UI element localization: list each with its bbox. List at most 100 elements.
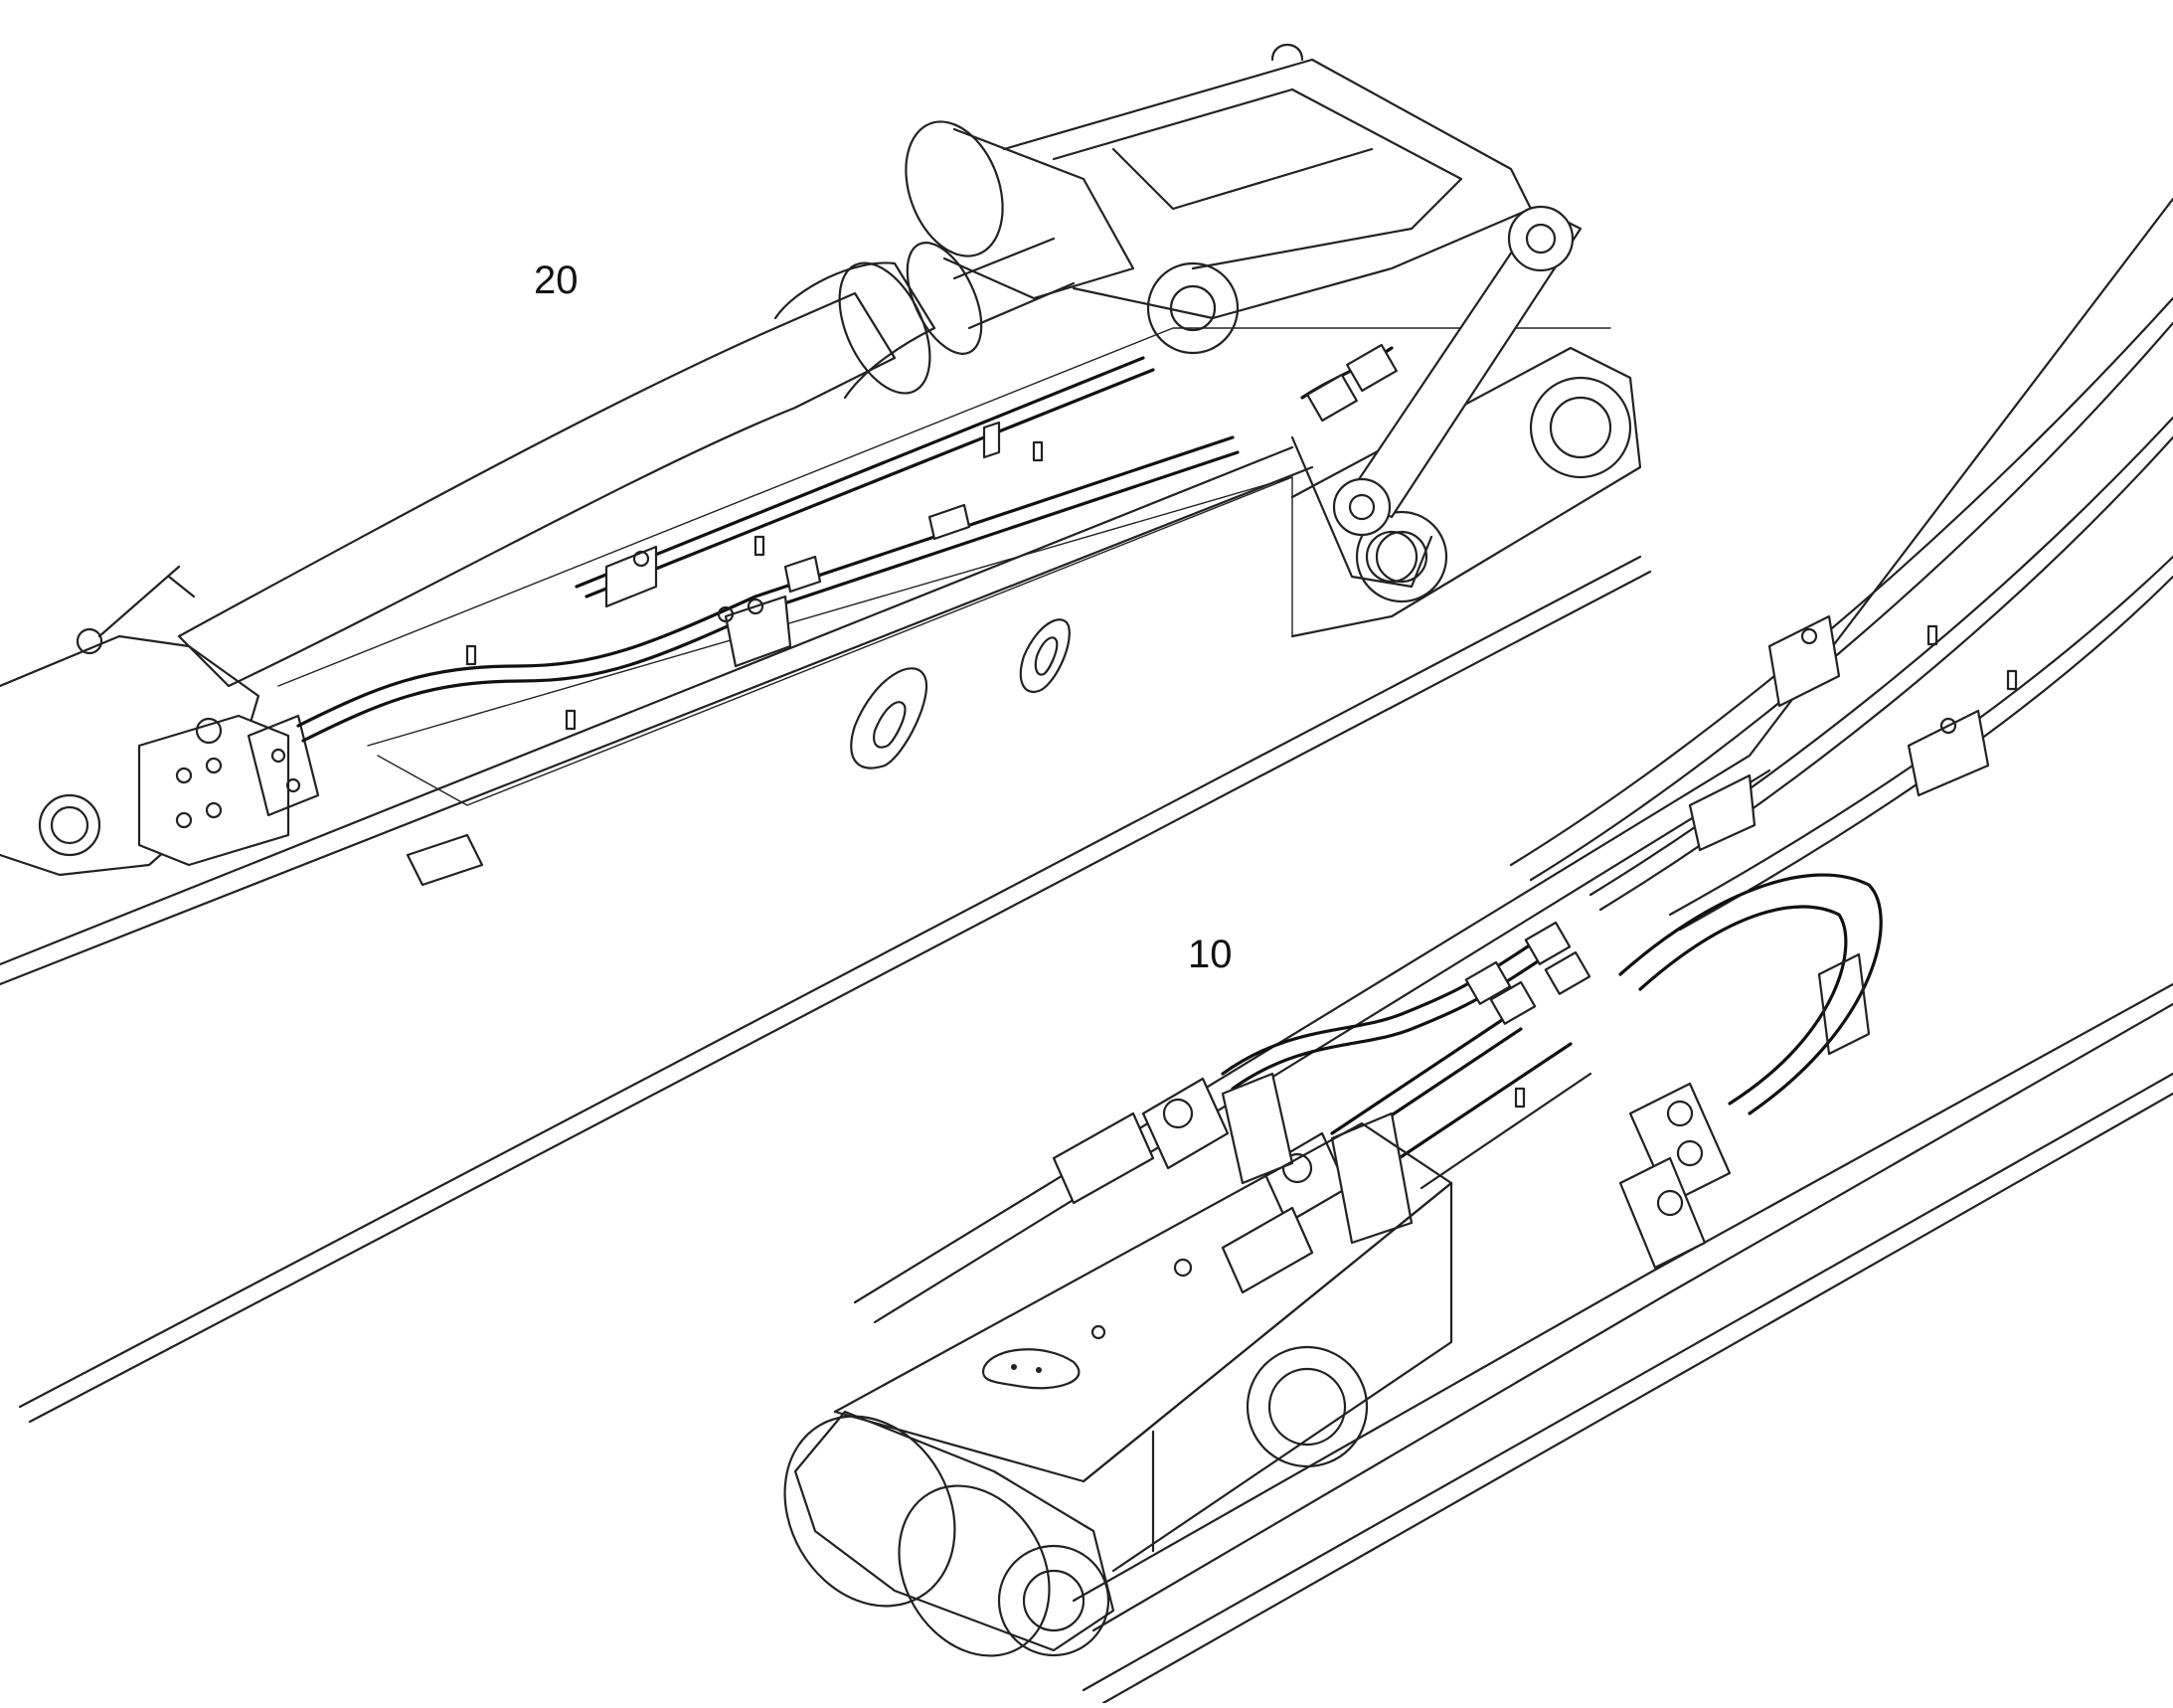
boom-panel-line (377, 476, 1293, 806)
arm-edge-top-2 (873, 769, 1771, 1324)
link-arm-lower-bore (1365, 530, 1419, 584)
loop-hose-2 (1638, 905, 1848, 1106)
callout-label-10: 10 (1188, 933, 1233, 976)
slotted-lug-2-slot (1034, 636, 1059, 676)
arm-stud-2 (1090, 1324, 1106, 1340)
grease-plate-hole-1 (1011, 1364, 1017, 1370)
slotted-lug-2 (1019, 618, 1071, 694)
quick-coupler-1-tail (1052, 1111, 1155, 1205)
pipe-fitting-4 (1544, 950, 1591, 995)
boom-foot-pin-bore (38, 793, 101, 857)
arm-cylinder-pivot-inner (1169, 284, 1217, 332)
arm-cylinder-body (942, 127, 1135, 300)
valve-flange (247, 714, 320, 817)
upper-pipe-a (296, 435, 1235, 728)
tab-plate-2 (783, 555, 822, 594)
manifold-block (137, 714, 290, 867)
arm-clamp-3 (1688, 773, 1756, 852)
upper-clamp-1-bolt (632, 550, 650, 568)
arm-end-boss-2 (898, 1484, 1051, 1657)
fitting-nut-2 (1676, 1139, 1704, 1167)
cylinder-barrel (177, 291, 897, 688)
link-rod-top-eye (1507, 205, 1575, 272)
arm-bracket-rib (1111, 147, 1374, 211)
coupler-body-1 (1306, 373, 1358, 423)
arm-edge-bottom-2 (1091, 1002, 2173, 1632)
arm-clamp-1-bolt (1800, 627, 1818, 645)
cylinder-head-ring-2 (906, 242, 983, 355)
central-pipe-3 (1390, 1042, 1573, 1165)
boom-foot-pin-bore-inner (50, 805, 89, 845)
boom-body-side (367, 476, 1293, 747)
pipe-fitting-2 (1489, 980, 1537, 1025)
boom-head-body (1290, 346, 1642, 638)
stud-2 (565, 709, 577, 731)
stud-1 (465, 644, 477, 666)
boom-long-edge-a (18, 555, 1642, 1409)
grease-plate (981, 1348, 1081, 1390)
arm-body-side-face (1082, 1181, 1453, 1573)
upper-pipe-b (575, 356, 1145, 589)
fitting-nut-3 (1656, 1189, 1684, 1217)
quick-coupler-2-nut (1281, 1152, 1313, 1184)
arm-end-pin (997, 1544, 1110, 1657)
link-rod-bottom-eye (1332, 477, 1392, 537)
boom-long-edge-b (28, 570, 1652, 1424)
slotted-lug-1 (850, 667, 927, 769)
arm-end-boss (783, 1415, 956, 1608)
boom-lower-edge-outer (0, 445, 1294, 966)
arm-stud-5 (2006, 669, 2018, 691)
arm-clamp-1 (1767, 614, 1841, 708)
slotted-lug-1-slot (873, 701, 907, 749)
side-bracket (1817, 952, 1871, 1056)
arm-edge-lower (1082, 1072, 2173, 1692)
arm-edge-bottom (1072, 982, 2173, 1603)
quick-coupler-1 (1141, 1077, 1230, 1170)
arm-clamp-2-bolt (1939, 717, 1957, 735)
manifold-port-3 (175, 811, 193, 829)
boom-body-top-edge (277, 327, 1611, 687)
quick-coupler-2-tail (1221, 1206, 1314, 1294)
link-arm-lower (1290, 435, 1433, 589)
manifold-port-2 (205, 757, 223, 774)
tab-plate-4 (982, 421, 1001, 459)
manifold-port-1 (175, 767, 193, 784)
stud-4 (1032, 440, 1044, 462)
stud-3 (753, 535, 765, 557)
foot-lever (97, 565, 196, 638)
boom-lower-edge-inner (0, 465, 1314, 986)
pipe-fitting-1 (1464, 960, 1512, 1005)
link-rod-top-eye-inner (1525, 223, 1557, 255)
upper-clamp-1 (604, 545, 658, 608)
hose-c (1668, 555, 2173, 917)
upper-pipe-a-2 (301, 450, 1240, 743)
boom-head-lower-bore-inner (1375, 530, 1428, 584)
arm-end-bracket (793, 1410, 1115, 1652)
quick-coupler-1-nut (1162, 1098, 1194, 1129)
tab-plate-1 (406, 833, 484, 887)
foot-bolt-head (195, 717, 223, 745)
arm-bracket-inner (1052, 87, 1463, 270)
arm-clamp-2 (1907, 709, 1990, 797)
link-rod-bottom-eye-inner (1348, 493, 1376, 521)
loop-hose-1 (1618, 873, 1883, 1115)
foot-bolt-head-2 (76, 627, 103, 655)
coupler-body-2 (1346, 343, 1398, 393)
upper-clamp-2 (724, 595, 792, 668)
coupler-bracket (1221, 1072, 1294, 1185)
arm-side-bore-inner (1267, 1367, 1347, 1447)
arm-cylinder-pivot (1146, 261, 1240, 355)
valve-bolt-b (285, 777, 301, 793)
upper-clamp-2-bolt-b (747, 598, 764, 615)
arm-end-pin-inner (1022, 1569, 1086, 1632)
upper-boom (0, 44, 1652, 1424)
arm-stud-4 (1926, 624, 1938, 646)
grease-plate-hole-2 (1036, 1367, 1042, 1373)
manifold-port-4 (205, 801, 223, 819)
upper-clamp-2-bolt-a (717, 605, 735, 623)
arm-stud-1 (1173, 1258, 1193, 1278)
valve-bolt-a (270, 748, 286, 764)
hose-a-2 (1529, 321, 2173, 882)
boom-head-lower-bore (1355, 510, 1448, 603)
pipe-fitting-3 (1524, 921, 1572, 965)
